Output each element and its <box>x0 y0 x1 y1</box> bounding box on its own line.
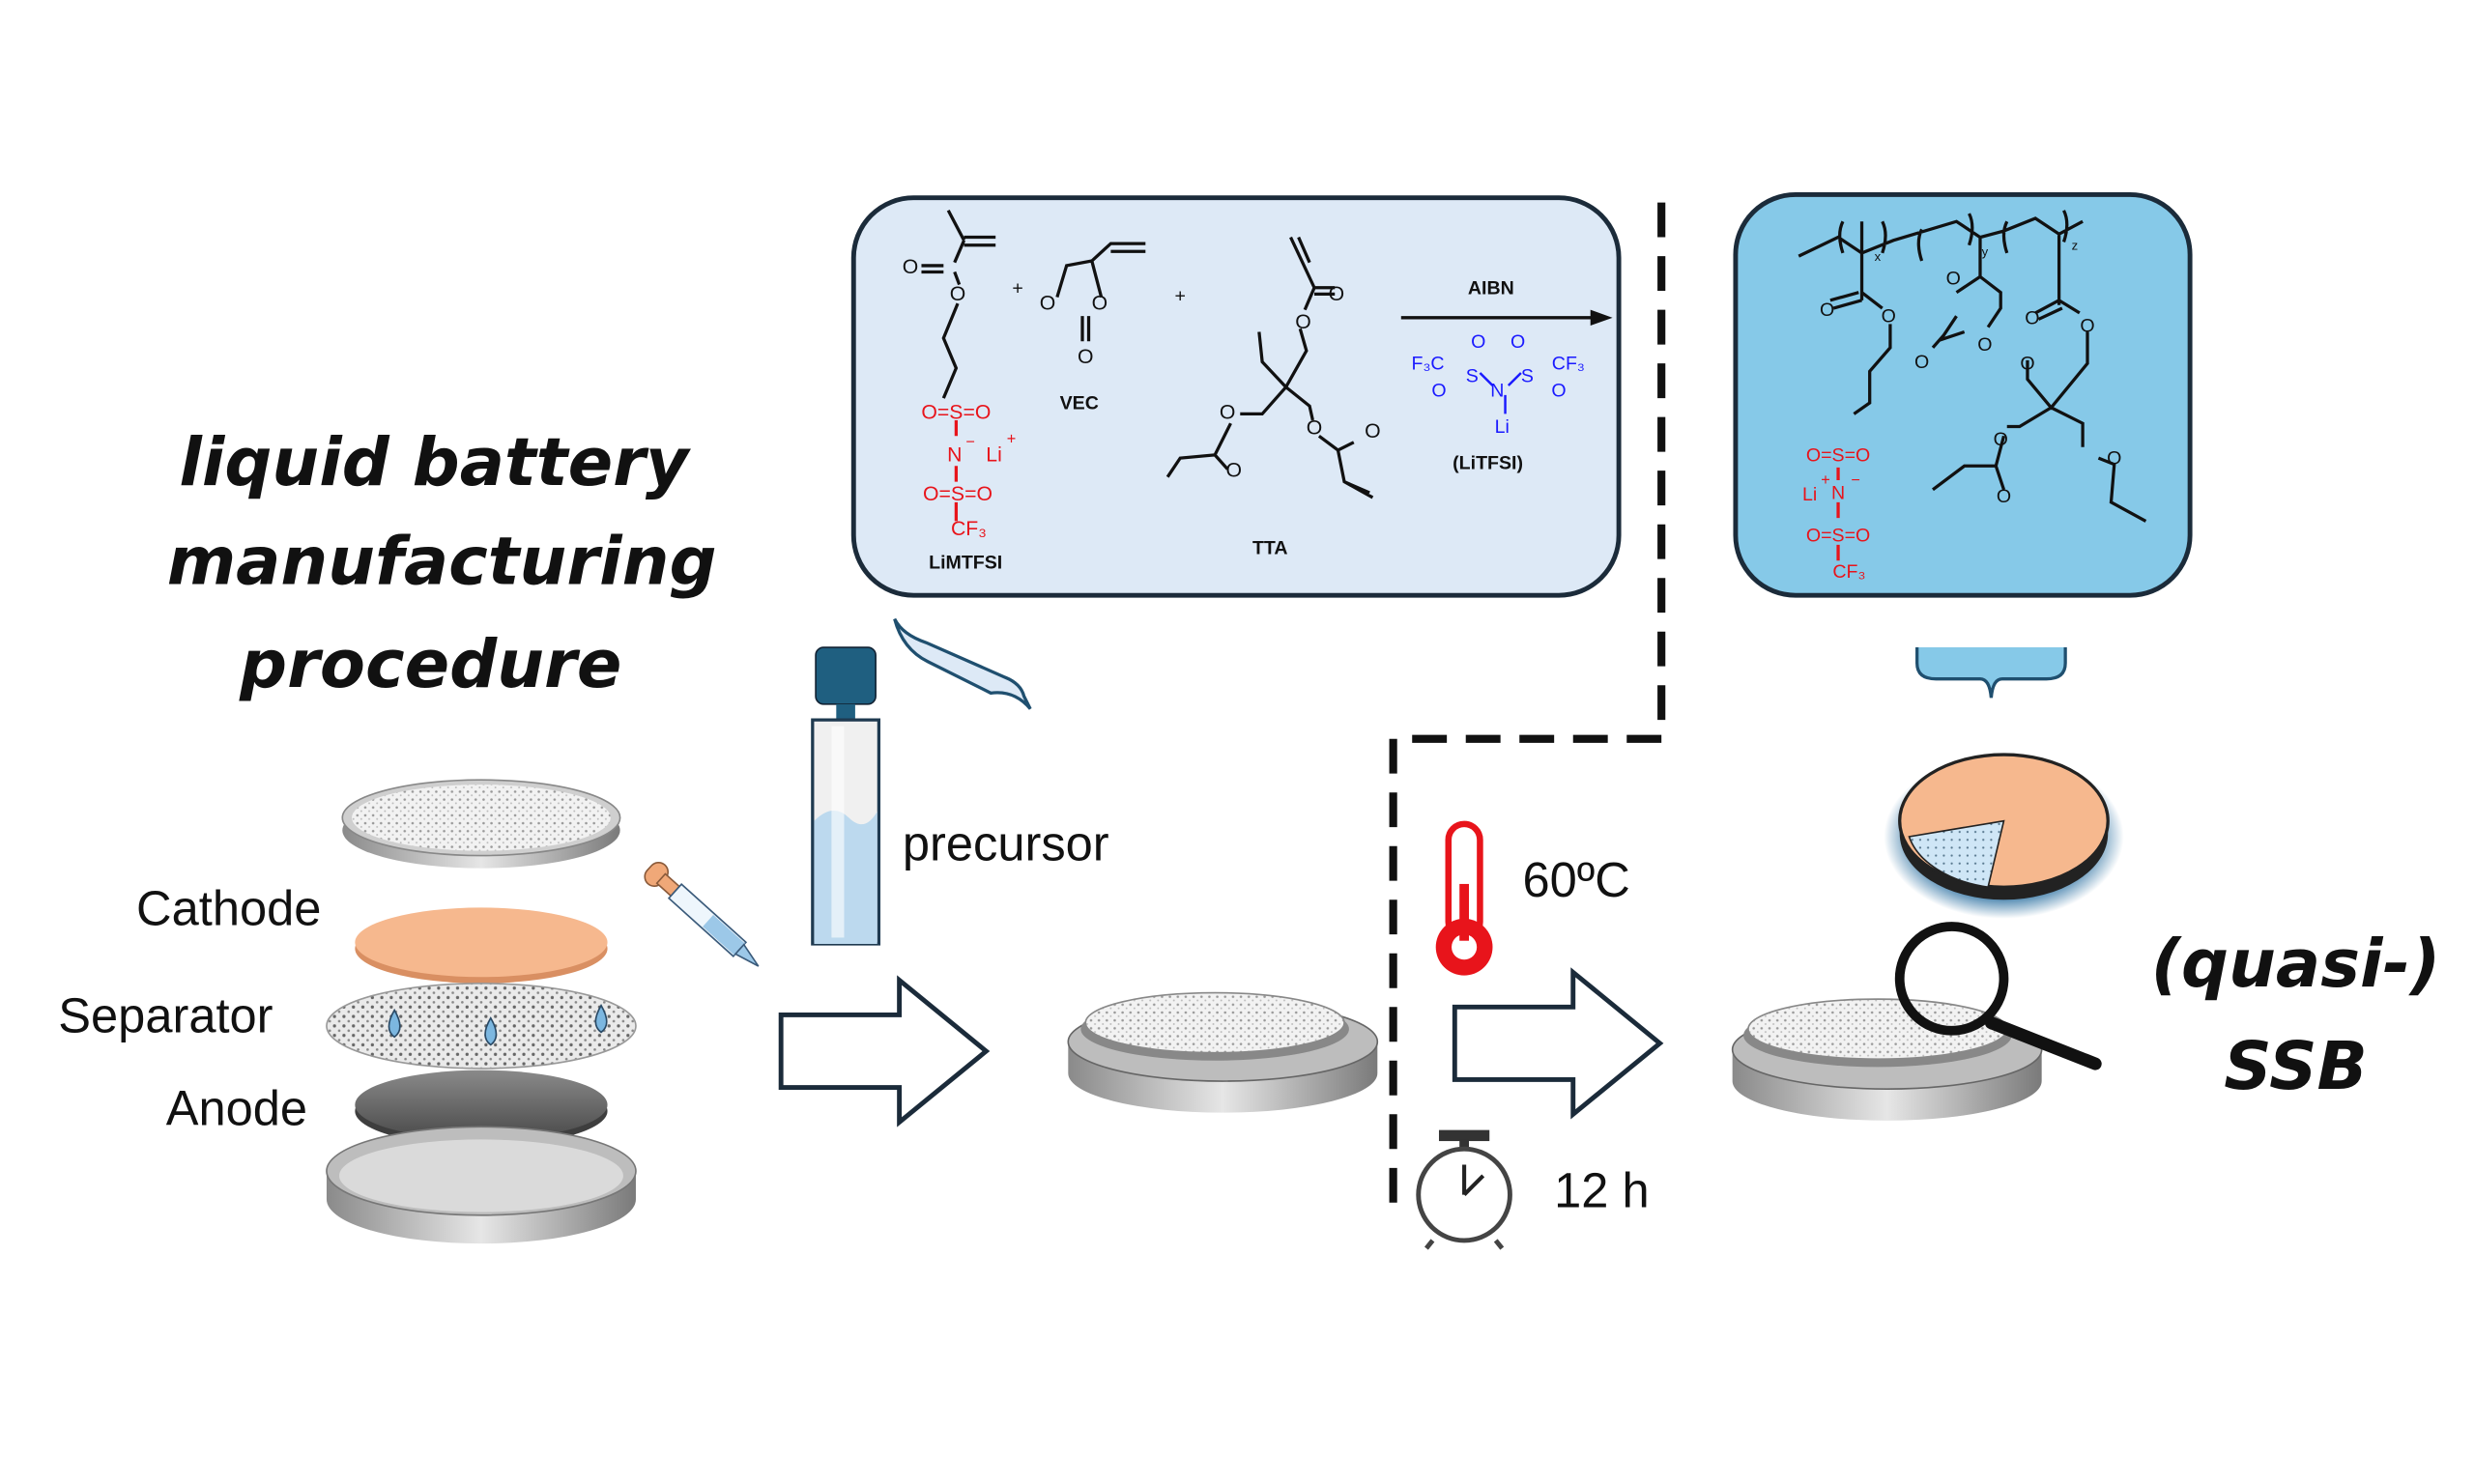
precursor-label: precursor <box>903 815 1109 870</box>
assembled-coin-cell <box>1067 991 1379 1113</box>
atom-label: O <box>1307 417 1323 440</box>
atom-label: N <box>1490 380 1504 401</box>
atom-label: O <box>1994 429 2008 450</box>
atom-label: O <box>1295 311 1311 333</box>
electrolyte-drop-icon <box>594 1004 608 1034</box>
thermometer-icon <box>1435 820 1493 976</box>
magnifier-icon <box>1894 922 2102 1070</box>
atom-label: O <box>1997 486 2011 507</box>
cutaway-disc <box>1884 753 2124 919</box>
atom-label: x <box>1875 249 1882 264</box>
atom-label: CF₃ <box>1552 354 1585 375</box>
dashed-divider <box>1389 202 1666 1215</box>
exploded-cell-stack: Cathode Separator Anode <box>58 779 637 1244</box>
callout-bracket <box>1915 647 2067 699</box>
atom-label: O <box>1225 460 1242 482</box>
title-line-1: liquid battery <box>179 424 692 501</box>
anode-disc <box>355 1070 608 1146</box>
atom-label: O=S=O <box>1806 444 1870 466</box>
atom-label: Li <box>986 443 1002 466</box>
atom-label: CF₃ <box>951 518 987 540</box>
atom-label: y <box>1982 244 1989 259</box>
electrolyte-drop-icon <box>484 1016 498 1046</box>
atom-label: O <box>2080 316 2094 337</box>
cathode-disc <box>355 907 608 984</box>
arrow-right-icon <box>1452 967 1664 1120</box>
arrow-right-icon <box>778 975 991 1127</box>
atom-label: − <box>965 434 975 451</box>
plus-sign: + <box>1012 277 1022 299</box>
atom-label: O <box>1977 334 1992 356</box>
stopwatch-icon <box>1416 1129 1512 1250</box>
atom-label: O <box>2107 448 2121 470</box>
atom-label: O=S=O <box>923 483 992 505</box>
title: liquid battery manufacturing procedure <box>167 424 717 703</box>
atom-label: F₃C <box>1412 354 1445 375</box>
result-line-1: (quasi-) <box>2151 926 2441 1003</box>
litfsi-label: (LiTFSI) <box>1453 453 1523 474</box>
top-cap <box>341 779 621 869</box>
atom-label: + <box>1007 430 1017 447</box>
electrolyte-drop-icon <box>388 1008 401 1039</box>
atom-label: N <box>1831 483 1845 504</box>
atom-label: Li <box>1802 484 1817 505</box>
atom-label: O <box>2025 307 2039 328</box>
separator-disc <box>326 982 637 1070</box>
solid-state-coin-cell <box>1731 998 2043 1121</box>
atom-label: − <box>1851 471 1860 489</box>
aibn-label: AIBN <box>1468 277 1514 299</box>
atom-label: O <box>1914 352 1929 373</box>
polymer-structure-box <box>1733 192 2193 598</box>
atom-label: O <box>1820 300 1834 321</box>
dropper-icon <box>644 861 760 967</box>
atom-label: N <box>947 443 962 466</box>
time-label: 12 h <box>1554 1163 1650 1218</box>
atom-label: O <box>950 283 966 305</box>
temperature-label: 60ºC <box>1523 852 1630 907</box>
cathode-label: Cathode <box>136 880 321 935</box>
atom-label: S <box>1466 366 1479 387</box>
atom-label: O=S=O <box>1806 526 1870 547</box>
atom-label: O <box>1882 306 1896 328</box>
title-line-2: manufacturing <box>167 524 717 601</box>
atom-label: O <box>1220 401 1236 423</box>
limtfsi-label: LiMTFSI <box>929 552 1002 573</box>
tta-label: TTA <box>1252 538 1288 559</box>
plus-sign: + <box>1175 285 1186 306</box>
result-line-2: SSB <box>2224 1028 2368 1105</box>
atom-label: O <box>2020 354 2034 375</box>
atom-label: z <box>2072 239 2079 253</box>
atom-label: O <box>1078 346 1094 368</box>
callout-bracket <box>893 617 1032 710</box>
atom-label: O <box>903 256 919 278</box>
polymer-atom-labels: O O O O O O O O O O Ox y zO=S=O Li+N− O=S=O CF₃ <box>1802 239 2121 584</box>
monomer-reaction-box <box>850 195 1622 598</box>
atom-label: O <box>1431 380 1446 401</box>
atom-label: O <box>1329 283 1345 305</box>
title-line-3: procedure <box>239 626 621 703</box>
atom-label: Li <box>1495 416 1510 438</box>
atom-label: O <box>1365 420 1381 442</box>
atom-label: + <box>1821 471 1830 489</box>
vec-label: VEC <box>1060 393 1099 414</box>
anode-label: Anode <box>166 1081 307 1136</box>
atom-label: O <box>1471 331 1485 353</box>
separator-label: Separator <box>58 987 273 1042</box>
atom-label: CF₃ <box>1832 561 1865 583</box>
atom-label: O <box>1551 380 1566 401</box>
atom-label: O <box>1092 293 1108 315</box>
atom-label: O <box>1040 293 1056 315</box>
bottom-can <box>326 1126 637 1244</box>
atom-label: O <box>1946 269 1961 290</box>
vial-icon <box>811 646 881 946</box>
atom-label: O=S=O <box>921 401 991 423</box>
atom-label: S <box>1521 366 1534 387</box>
atom-label: O <box>1510 331 1525 353</box>
